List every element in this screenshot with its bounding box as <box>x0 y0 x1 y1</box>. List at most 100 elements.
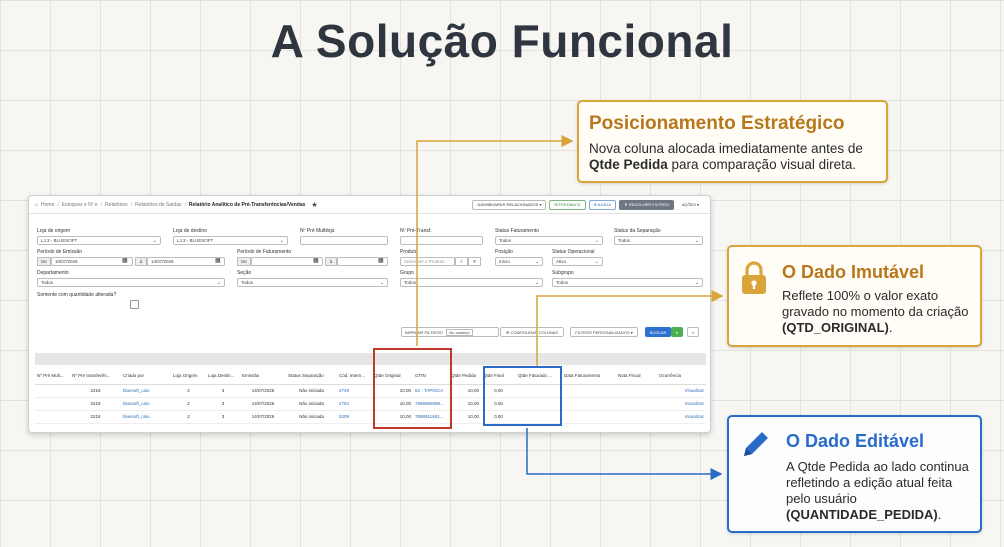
column-header[interactable]: Loja Origem <box>171 368 206 385</box>
column-header[interactable]: Data Faturamento <box>562 368 616 385</box>
grid-toolbar <box>35 353 706 365</box>
home-icon[interactable]: ⌂ <box>35 201 39 208</box>
search-icon[interactable]: ⌕ <box>455 257 468 266</box>
print-filters-select[interactable]: No começo <box>446 328 473 336</box>
table-cell: 0,00 <box>481 410 516 424</box>
produto-input[interactable]: Selecione o Produto <box>400 257 455 266</box>
calendar-icon[interactable]: ▦ <box>313 258 319 264</box>
loja-origem-select[interactable]: LJ.3 - BLUESOFT⌄ <box>37 236 161 245</box>
column-header[interactable]: Emissão <box>240 368 286 385</box>
column-header[interactable]: Ocorrência <box>657 368 706 385</box>
column-header[interactable]: Qtde Faturado ... <box>516 368 562 385</box>
collapse-filters-button[interactable]: ▼ RECOLHER FILTROS <box>618 199 674 210</box>
table-cell: Não iniciada <box>286 410 337 424</box>
callout-posicionamento-text-1: Nova coluna alocada imediatamente antes … <box>589 141 863 156</box>
column-header[interactable]: Status Separação <box>286 368 337 385</box>
column-header[interactable]: Qtde Final <box>481 368 516 385</box>
table-cell: 14/07/2026 <box>240 384 286 398</box>
column-header[interactable]: GTIN <box>413 368 449 385</box>
status-faturamento-value: Todos <box>499 238 512 243</box>
pre-transf-input[interactable] <box>400 236 483 245</box>
actions-menu-button[interactable]: AÇÕES ▾ <box>676 199 704 210</box>
posicao-select[interactable]: Início⌄ <box>495 257 543 266</box>
table-row: 2218 bluesoft_caio 2 3 14/07/2026 Não in… <box>35 410 706 424</box>
visualizar-link[interactable]: Visualizar <box>657 384 706 398</box>
calendar-icon[interactable]: ▦ <box>215 258 221 264</box>
column-header[interactable]: Cód. Intern... <box>337 368 372 385</box>
table-cell-link[interactable]: 2754 <box>337 397 372 411</box>
subgrupo-select[interactable]: Todos ⌄ <box>552 278 703 287</box>
callout-editavel-text-1: A Qtde Pedida ao lado continua refletind… <box>786 459 969 506</box>
callout-imutavel-bold: (QTD_ORIGINAL) <box>782 320 889 335</box>
breadcrumb-relatorios-saidas[interactable]: Relatórios de Saídas <box>135 201 182 208</box>
favorite-star-icon[interactable]: ★ <box>311 201 318 209</box>
feedback-button[interactable]: ✉ FEEDBACK <box>549 199 586 210</box>
secao-select[interactable]: Todos⌄ <box>237 278 388 287</box>
top-actions: DASHBOARDS RELACIONADOS ▾ ✉ FEEDBACK ⊕ A… <box>472 199 704 210</box>
column-header[interactable]: Criado por <box>121 368 171 385</box>
status-separacao-select[interactable]: Todos⌄ <box>614 236 703 245</box>
callout-imutavel-title: O Dado Imutável <box>782 262 925 282</box>
pre-multiloja-input[interactable] <box>300 236 388 245</box>
extra-options-button[interactable]: ⌕ <box>687 327 699 337</box>
search-options-button[interactable]: ▾ <box>671 327 683 337</box>
column-header[interactable]: Nº Pre transferên... <box>70 368 121 385</box>
clear-icon[interactable]: ✕ <box>468 257 481 266</box>
table-cell: 14/07/2026 <box>240 397 286 411</box>
breadcrumb-estoques[interactable]: Estoques e Nº e <box>61 201 98 208</box>
breadcrumb-home[interactable]: Home <box>41 201 55 208</box>
chevron-down-icon: ⌄ <box>279 237 284 244</box>
emissao-to-input[interactable]: 14/07/2026 <box>147 257 225 266</box>
custom-filters-button[interactable]: FILTROS PERSONALIZADOS ▾ <box>570 327 638 337</box>
table-cell-link[interactable]: bluesoft_caio <box>121 397 171 411</box>
breadcrumb-relatorios[interactable]: Relatórios <box>105 201 128 208</box>
breadcrumb-current-page: Relatório Analítico de Pré-Transferência… <box>188 201 306 208</box>
table-cell-link[interactable]: 62 - TAPIOCA <box>413 384 449 398</box>
loja-destino-label: Loja de destino <box>173 228 207 234</box>
callout-editavel-body: A Qtde Pedida ao lado continua refletind… <box>786 459 978 523</box>
column-header[interactable]: Loja Destin... <box>206 368 240 385</box>
grupo-select[interactable]: Todos⌄ <box>400 278 543 287</box>
status-operacional-select[interactable]: Ativo⌄ <box>552 257 603 266</box>
dashboards-button[interactable]: DASHBOARDS RELACIONADOS ▾ <box>472 199 547 210</box>
table-cell-link[interactable]: 7896966098... <box>413 397 449 411</box>
loja-destino-select[interactable]: LJ.3 - BLUESOFT ⌄ <box>173 236 288 245</box>
search-button[interactable]: BUSCAR <box>645 327 671 337</box>
chevron-down-icon: ⌄ <box>694 279 699 286</box>
subgrupo-value: Todos <box>556 280 569 285</box>
breadcrumb-separator: / <box>130 201 133 208</box>
emissao-from-input[interactable]: 10/07/2026 <box>51 257 133 266</box>
table-cell-link[interactable]: 7898911681... <box>413 410 449 424</box>
table-cell-link[interactable]: 5209 <box>337 410 372 424</box>
visualizar-link[interactable]: Visualizar <box>657 410 706 424</box>
pencil-icon <box>744 432 768 456</box>
table-cell-link[interactable]: bluesoft_caio <box>121 384 171 398</box>
loja-destino-value: LJ.3 - BLUESOFT <box>177 238 214 243</box>
departamento-select[interactable]: Todos⌄ <box>37 278 225 287</box>
help-button[interactable]: ⊕ AJUDA <box>588 199 616 210</box>
table-cell: 2218 <box>70 384 121 398</box>
table-cell: 2 <box>171 410 206 424</box>
status-operacional-value: Ativo <box>556 259 567 264</box>
somente-alterada-checkbox[interactable] <box>130 300 139 309</box>
table-header-row: Nº Pré Mult... Nº Pre transferên... Cria… <box>35 368 706 385</box>
visualizar-link[interactable]: Visualizar <box>657 397 706 411</box>
faturamento-to-input[interactable] <box>337 257 388 266</box>
table-cell: 2 <box>171 397 206 411</box>
table-cell: 2 <box>171 384 206 398</box>
calendar-icon[interactable]: ▦ <box>122 258 128 264</box>
faturamento-from-input[interactable] <box>251 257 323 266</box>
table-cell-link[interactable]: bluesoft_caio <box>121 410 171 424</box>
column-header[interactable]: Nota Fiscal <box>616 368 657 385</box>
column-header-qtde-pedida[interactable]: Qtde Pedida <box>449 368 481 385</box>
table-cell <box>616 384 657 398</box>
column-header-qtde-original[interactable]: Qtde Original <box>372 368 413 385</box>
calendar-icon[interactable]: ▦ <box>378 258 384 264</box>
departamento-label: Departamento <box>37 270 69 276</box>
ate-addon: à <box>325 257 337 266</box>
status-faturamento-select[interactable]: Todos⌄ <box>495 236 603 245</box>
column-header[interactable]: Nº Pré Mult... <box>35 368 70 385</box>
callout-imutavel-body: Reflete 100% o valor exato gravado no mo… <box>782 288 979 336</box>
table-cell-link[interactable]: 2749 <box>337 384 372 398</box>
configure-columns-button[interactable]: ⚙ CONFIGURAR COLUNAS <box>500 327 564 337</box>
